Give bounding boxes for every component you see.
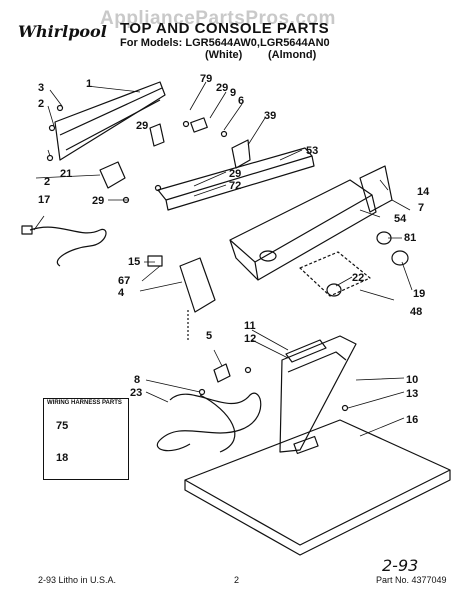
callout-14: 14 <box>417 186 430 198</box>
callout-2-top: 2 <box>38 98 45 110</box>
callout-15: 15 <box>128 256 141 268</box>
callout-17: 17 <box>38 194 51 206</box>
callout-7: 7 <box>418 202 425 214</box>
callout-11: 11 <box>244 320 256 332</box>
callout-67: 67 <box>118 275 131 287</box>
callout-29-mid: 29 <box>229 168 242 180</box>
wiring-harness-inset <box>43 398 129 480</box>
callout-2-bottom: 2 <box>44 176 51 188</box>
callout-10: 10 <box>406 374 419 386</box>
callout-12: 12 <box>244 333 257 345</box>
footer-part-number: Part No. 4377049 <box>376 575 447 585</box>
callout-18: 18 <box>56 452 69 464</box>
harness-23 <box>156 392 262 452</box>
callout-29-top: 29 <box>216 82 229 94</box>
models-line: For Models: LGR5644AW0,LGR5644AN0 <box>120 37 330 49</box>
whirlpool-logo: Whirlpool <box>18 22 107 41</box>
knob-19 <box>391 250 409 266</box>
inset-title: WIRING HARNESS PARTS <box>47 400 122 406</box>
knob-22 <box>326 283 342 297</box>
callout-29-left: 29 <box>136 120 149 132</box>
callout-6: 6 <box>238 95 245 107</box>
callout-75: 75 <box>56 420 69 432</box>
variant-white: (White) <box>205 49 243 61</box>
callout-22: 22 <box>352 272 365 284</box>
variant-almond: (Almond) <box>268 49 317 61</box>
callout-3: 3 <box>38 82 45 94</box>
callout-53: 53 <box>306 145 319 157</box>
callout-4: 4 <box>118 287 125 299</box>
footer-page-number: 2 <box>234 575 240 585</box>
top-cover <box>184 419 451 546</box>
switch-21 <box>99 161 126 189</box>
callout-81: 81 <box>404 232 417 244</box>
callout-21: 21 <box>60 168 73 180</box>
callout-54: 54 <box>394 213 407 225</box>
console-panel <box>229 179 373 263</box>
handwritten-date: 2-93 <box>382 556 419 575</box>
bracket-29 <box>149 123 165 147</box>
end-cap-4 <box>179 257 216 313</box>
watermark-text: AppliancePartsPros.com <box>100 8 336 29</box>
page-title: TOP AND CONSOLE PARTS <box>120 20 330 37</box>
callout-1: 1 <box>86 78 93 90</box>
callout-29-harness: 29 <box>92 195 105 207</box>
callout-79: 79 <box>200 73 213 85</box>
callout-39: 39 <box>264 110 277 122</box>
top-door <box>279 335 357 453</box>
part-39-bracket <box>231 139 251 169</box>
rear-panel <box>54 81 166 161</box>
harness-17 <box>29 226 107 267</box>
callout-8: 8 <box>134 374 141 386</box>
callout-19: 19 <box>413 288 426 300</box>
callout-48: 48 <box>410 306 423 318</box>
footer-litho: 2-93 Litho in U.S.A. <box>38 575 117 585</box>
callout-13: 13 <box>406 388 419 400</box>
callout-72: 72 <box>229 180 242 192</box>
callout-23: 23 <box>130 387 143 399</box>
callout-5: 5 <box>206 330 213 342</box>
callout-16: 16 <box>406 414 419 426</box>
callout-9: 9 <box>230 87 237 99</box>
